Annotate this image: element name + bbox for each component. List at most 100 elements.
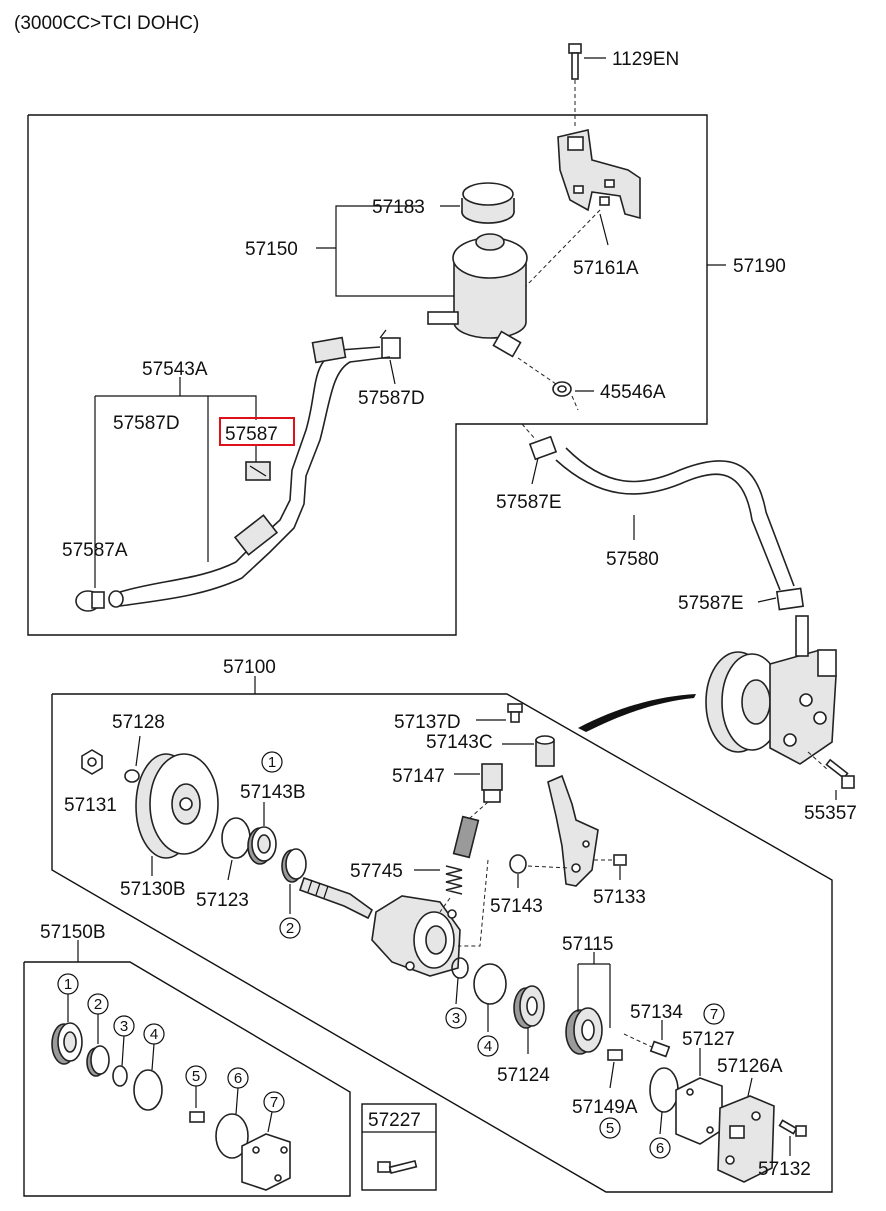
- bearing-57143b-icon: [247, 826, 277, 865]
- hose-57580-icon: [555, 447, 805, 611]
- clamp-57587-icon: [245, 461, 271, 481]
- cam-ring-57124-icon: [513, 985, 545, 1029]
- kit-gasket-icon: [241, 1133, 291, 1191]
- svg-text:3: 3: [120, 1018, 128, 1035]
- clamp-57587a-icon: [75, 590, 124, 612]
- connector-57147-icon: [481, 763, 503, 803]
- label-57183[interactable]: 57183: [372, 197, 425, 218]
- label-57149a[interactable]: 57149A: [572, 1097, 638, 1118]
- label-1129en[interactable]: 1129EN: [612, 49, 679, 70]
- label-45546a[interactable]: 45546A: [600, 382, 666, 403]
- svg-text:4: 4: [150, 1026, 158, 1043]
- oring-6-main-icon: [649, 1067, 679, 1113]
- part-57227-box: [361, 1103, 437, 1191]
- label-57134[interactable]: 57134: [630, 1002, 683, 1023]
- kit-oring-4-icon: [133, 1069, 163, 1111]
- pin-57134-icon: [623, 1033, 671, 1058]
- svg-text:2: 2: [94, 996, 102, 1013]
- label-57100[interactable]: 57100: [223, 657, 276, 678]
- pump-shaft-icon: [298, 876, 374, 920]
- cover-57126a-icon: [717, 1095, 775, 1183]
- pump-kit-frame: [51, 693, 833, 1193]
- label-57133[interactable]: 57133: [593, 887, 646, 908]
- oring-57143-icon: [509, 854, 527, 874]
- svg-text:7: 7: [270, 1094, 278, 1111]
- svg-text:1: 1: [268, 754, 276, 771]
- label-57130b[interactable]: 57130B: [120, 879, 186, 900]
- label-57150b[interactable]: 57150B: [40, 922, 106, 943]
- label-57115[interactable]: 57115: [562, 934, 613, 955]
- svg-text:7: 7: [710, 1006, 718, 1023]
- svg-text:6: 6: [234, 1070, 242, 1087]
- washer-57128-icon: [124, 769, 140, 783]
- assembly-pointer-arrow: [578, 694, 696, 732]
- label-57580[interactable]: 57580: [606, 549, 659, 570]
- label-57587d-mid[interactable]: 57587D: [358, 388, 425, 409]
- callout-2-main: [279, 917, 301, 939]
- nut-57131-icon: [81, 749, 103, 775]
- label-57227[interactable]: 57227: [368, 1110, 421, 1131]
- label-57587e-pump[interactable]: 57587E: [678, 593, 744, 614]
- label-57124[interactable]: 57124: [497, 1065, 550, 1086]
- bolt-57227-icon: [377, 1159, 418, 1175]
- suction-pipe-bracket-icon: [547, 774, 599, 887]
- kit-oring-3-icon: [112, 1065, 128, 1087]
- label-57143b[interactable]: 57143B: [240, 782, 306, 803]
- label-57143c[interactable]: 57143C: [426, 732, 493, 753]
- label-57543a[interactable]: 57543A: [142, 359, 208, 380]
- label-57161a[interactable]: 57161A: [573, 258, 639, 279]
- label-57587e-top[interactable]: 57587E: [496, 492, 562, 513]
- clamp-57587e-top-icon: [521, 423, 558, 461]
- bolt-1129en-icon: [568, 43, 582, 128]
- kit-pin-icon: [189, 1111, 205, 1123]
- bracket-57161a-icon: [525, 129, 641, 287]
- engine-variant-title: (3000CC>TCI DOHC): [14, 13, 199, 34]
- label-57126a[interactable]: 57126A: [717, 1056, 783, 1077]
- reservoir-assembly-frame: [27, 114, 708, 636]
- label-57137d[interactable]: 57137D: [394, 712, 461, 733]
- selected-part-highlight: [219, 417, 295, 446]
- label-57745[interactable]: 57745: [350, 861, 403, 882]
- seal-2-icon: [281, 848, 307, 883]
- washer-45546a-icon: [517, 357, 579, 411]
- clamp-57587d-icon: [379, 329, 401, 359]
- svg-text:5: 5: [192, 1068, 200, 1085]
- label-57147[interactable]: 57147: [392, 766, 445, 787]
- label-57150[interactable]: 57150: [245, 239, 298, 260]
- seal-kit-frame: [23, 961, 351, 1197]
- rotor-57115-icon: [565, 1007, 603, 1055]
- gasket-57127-icon: [675, 1077, 723, 1145]
- pulley-57130b-icon: [135, 753, 219, 859]
- label-57131[interactable]: 57131: [64, 795, 117, 816]
- label-57587-selected[interactable]: 57587: [225, 424, 278, 445]
- callout-7-main: [703, 1003, 725, 1025]
- reservoir-cap-57183-icon: [461, 182, 515, 224]
- bolt-57133-icon: [613, 854, 627, 866]
- svg-text:4: 4: [484, 1038, 492, 1055]
- svg-text:1: 1: [64, 976, 72, 993]
- svg-text:2: 2: [286, 920, 294, 937]
- callout-5-main: [599, 1117, 621, 1139]
- label-57143[interactable]: 57143: [490, 896, 543, 917]
- label-57127[interactable]: 57127: [682, 1029, 735, 1050]
- callout-7-kit: [263, 1091, 285, 1113]
- label-57190[interactable]: 57190: [733, 256, 786, 277]
- label-55357[interactable]: 55357: [804, 803, 857, 824]
- label-57587a[interactable]: 57587A: [62, 540, 128, 561]
- oring-3-main-icon: [451, 957, 469, 979]
- svg-text:5: 5: [606, 1120, 614, 1137]
- hose-57543a-icon: [119, 336, 391, 607]
- kit-oring-6-icon: [215, 1113, 249, 1159]
- label-57587d-left[interactable]: 57587D: [113, 413, 180, 434]
- power-steering-pump-icon: [705, 615, 837, 765]
- snap-ring-57123-icon: [221, 817, 251, 859]
- label-57128[interactable]: 57128: [112, 712, 165, 733]
- label-57123[interactable]: 57123: [196, 890, 249, 911]
- cap-57137d-icon: [507, 703, 523, 723]
- bolt-55357-icon: [807, 751, 855, 789]
- valve-spring-57745-icon: [439, 801, 489, 913]
- pin-57149a-icon: [607, 1049, 623, 1061]
- label-57132[interactable]: 57132: [758, 1159, 811, 1180]
- bolt-57132-icon: [778, 1119, 807, 1137]
